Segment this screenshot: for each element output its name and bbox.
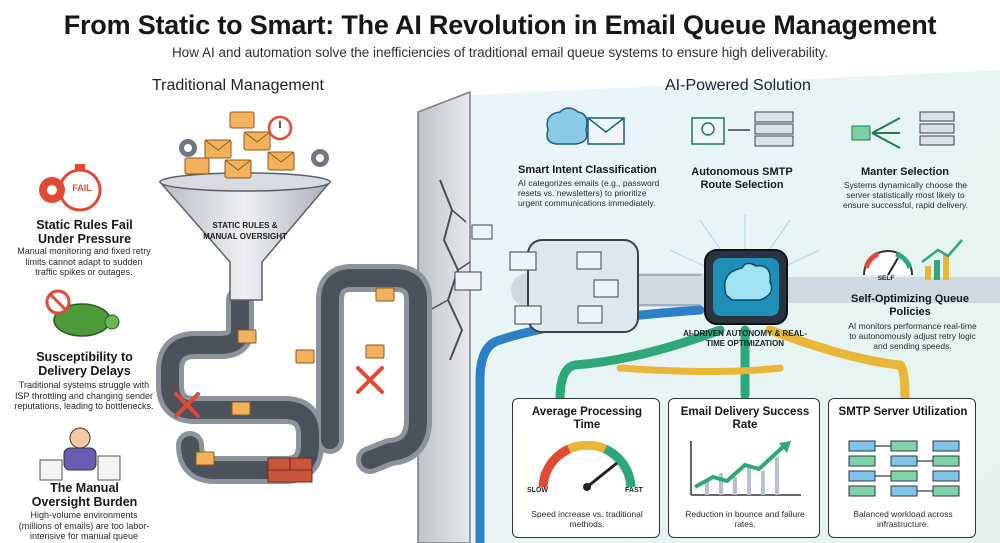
funnel-label: STATIC RULES & MANUAL OVERSIGHT (203, 221, 287, 241)
gauge-slow-label: SLOW (527, 487, 548, 494)
problem-1-text: Manual monitoring and fixed retry limits… (17, 246, 151, 277)
problem-1-title: Static Rules Fail Under Pressure (36, 218, 133, 246)
envelope-brain-icon (587, 117, 625, 145)
envelope-icon (184, 111, 395, 466)
speedometer-icon (538, 441, 636, 491)
feature-1-title: Smart Intent Classification (518, 164, 657, 176)
problem-2-text: Traditional systems struggle with ISP th… (14, 380, 154, 411)
problem-3-text: High-volume environments (millions of em… (18, 510, 150, 543)
yellow-pipe-icon (765, 325, 910, 405)
fail-badge: FAIL (72, 183, 92, 193)
metric-1-text: Speed increase vs. traditional methods. (531, 509, 643, 529)
router-box-icon (527, 239, 639, 333)
metric-2-title: Email Delivery Success Rate (680, 406, 810, 431)
ai-brain-hub-icon (704, 249, 788, 325)
funnel-icon (158, 172, 332, 301)
brain-icon (546, 107, 588, 145)
green-pipe-icon (555, 325, 725, 405)
gauge-fast-label: FAST (625, 487, 643, 494)
turtle-icon (45, 289, 120, 337)
success-trend-icon (690, 441, 801, 496)
problem-3-title: The Manual Oversight Burden (31, 481, 138, 509)
metric-3-title: SMTP Server Utilization (838, 406, 968, 418)
error-x-icon (174, 366, 384, 418)
feature-3-title: Manter Selection (860, 166, 950, 178)
server-grid-icon (848, 440, 960, 497)
self-gauge-icon (863, 250, 913, 276)
feature-4-title: Self-Optimizing Queue Policies (851, 293, 969, 318)
stressed-worker-icon (39, 427, 121, 481)
fail-stopwatch-icon (39, 164, 102, 212)
feature-2-title: Autonomous SMTP Route Selection (691, 166, 793, 191)
metric-card-utilization: SMTP Server Utilization Balanced workloa… (828, 398, 976, 538)
metric-1-title: Average Processing Time (531, 406, 643, 431)
brick-blockage-icon (267, 457, 313, 483)
problem-2-title: Susceptibility to Delivery Delays (36, 350, 133, 378)
ai-heading: AI-Powered Solution (665, 77, 811, 94)
metric-card-processing: Average Processing Time SLOW FAST Speed … (512, 398, 660, 538)
traditional-pipe-icon (156, 264, 432, 484)
page-title: From Static to Smart: The AI Revolution … (63, 10, 937, 40)
feature-4-text: AI monitors performance real-time to aut… (848, 321, 977, 351)
traditional-heading: Traditional Management (152, 77, 324, 94)
email-server-icon (691, 111, 794, 147)
gauge-label: SELF (877, 275, 895, 282)
feature-1-text: AI categorizes emails (e.g., password re… (518, 178, 660, 208)
clock-icon (267, 115, 293, 141)
hub-label: AI-DRIVEN AUTONOMY & REAL-TIME OPTIMIZAT… (683, 329, 807, 348)
feature-3-text: Systems dynamically choose the server st… (842, 180, 969, 210)
metric-2-text: Reduction in bounce and failure rates. (685, 509, 805, 529)
growth-chart-icon (921, 239, 963, 280)
network-branch-icon (851, 111, 955, 149)
metric-card-delivery: Email Delivery Success Rate Reduction in… (668, 398, 820, 538)
page-subtitle: How AI and automation solve the ineffici… (171, 45, 829, 60)
metric-3-text: Balanced workload across infrastructure. (853, 509, 953, 529)
